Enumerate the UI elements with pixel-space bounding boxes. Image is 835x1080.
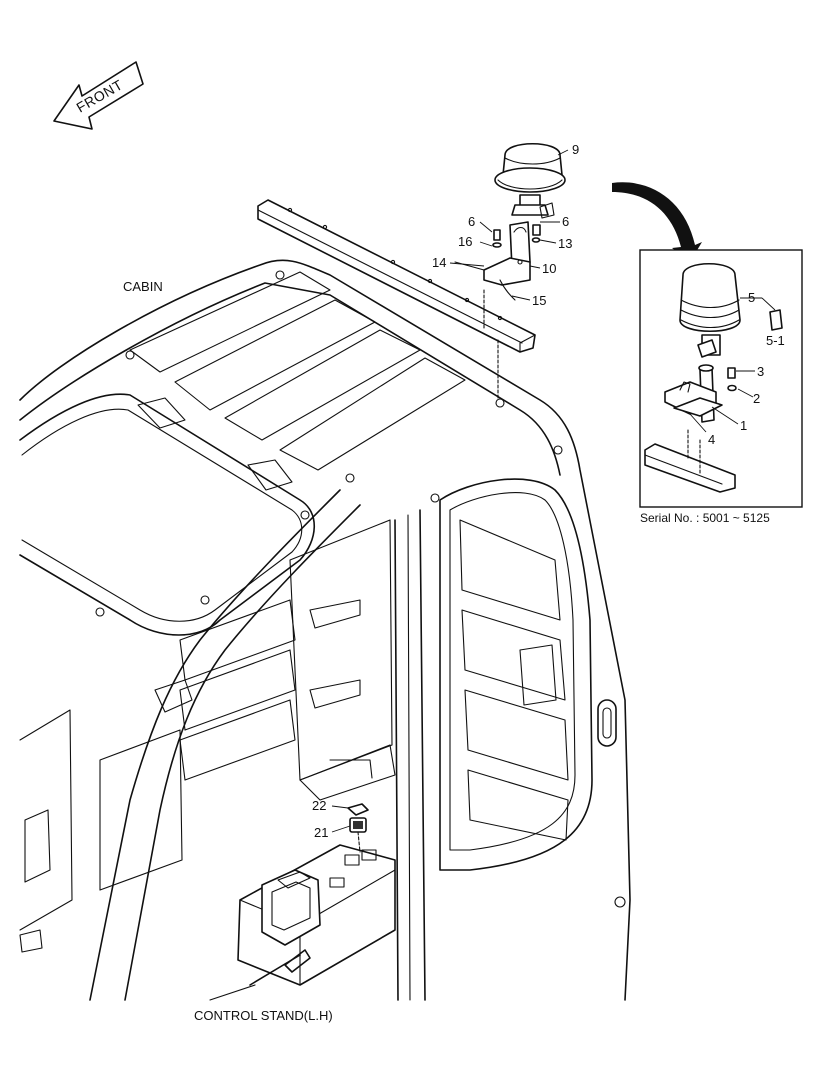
callout-6b: 6 — [562, 214, 569, 229]
inset-callout-2: 2 — [753, 391, 760, 406]
callout-15: 15 — [532, 293, 546, 308]
callout-6a: 6 — [468, 214, 475, 229]
callout-9: 9 — [572, 142, 579, 157]
callout-21: 21 — [314, 825, 328, 840]
leader-lines — [331, 149, 776, 833]
callouts: 9 6 6 16 13 14 10 15 22 21 5 5-1 3 2 1 4 — [312, 142, 785, 840]
inset-callout-3: 3 — [757, 364, 764, 379]
cabin-label: CABIN — [123, 279, 163, 294]
inset-callout-5-1: 5-1 — [766, 333, 785, 348]
serial-note: Serial No. : 5001 ~ 5125 — [640, 511, 770, 525]
callout-22: 22 — [312, 798, 326, 813]
callout-16: 16 — [458, 234, 472, 249]
control-stand — [209, 803, 396, 1001]
callout-10: 10 — [542, 261, 556, 276]
front-arrow: FRONT — [53, 61, 144, 130]
serial-detail-inset — [639, 249, 803, 508]
callout-14: 14 — [432, 255, 446, 270]
cabin-body — [19, 259, 631, 1001]
callout-13: 13 — [558, 236, 572, 251]
control-stand-label: CONTROL STAND(L.H) — [194, 1008, 333, 1023]
inset-callout-1: 1 — [740, 418, 747, 433]
inset-callout-4: 4 — [708, 432, 715, 447]
inset-callout-5: 5 — [748, 290, 755, 305]
roof-rail — [257, 199, 536, 401]
beacon-assembly — [454, 142, 566, 301]
